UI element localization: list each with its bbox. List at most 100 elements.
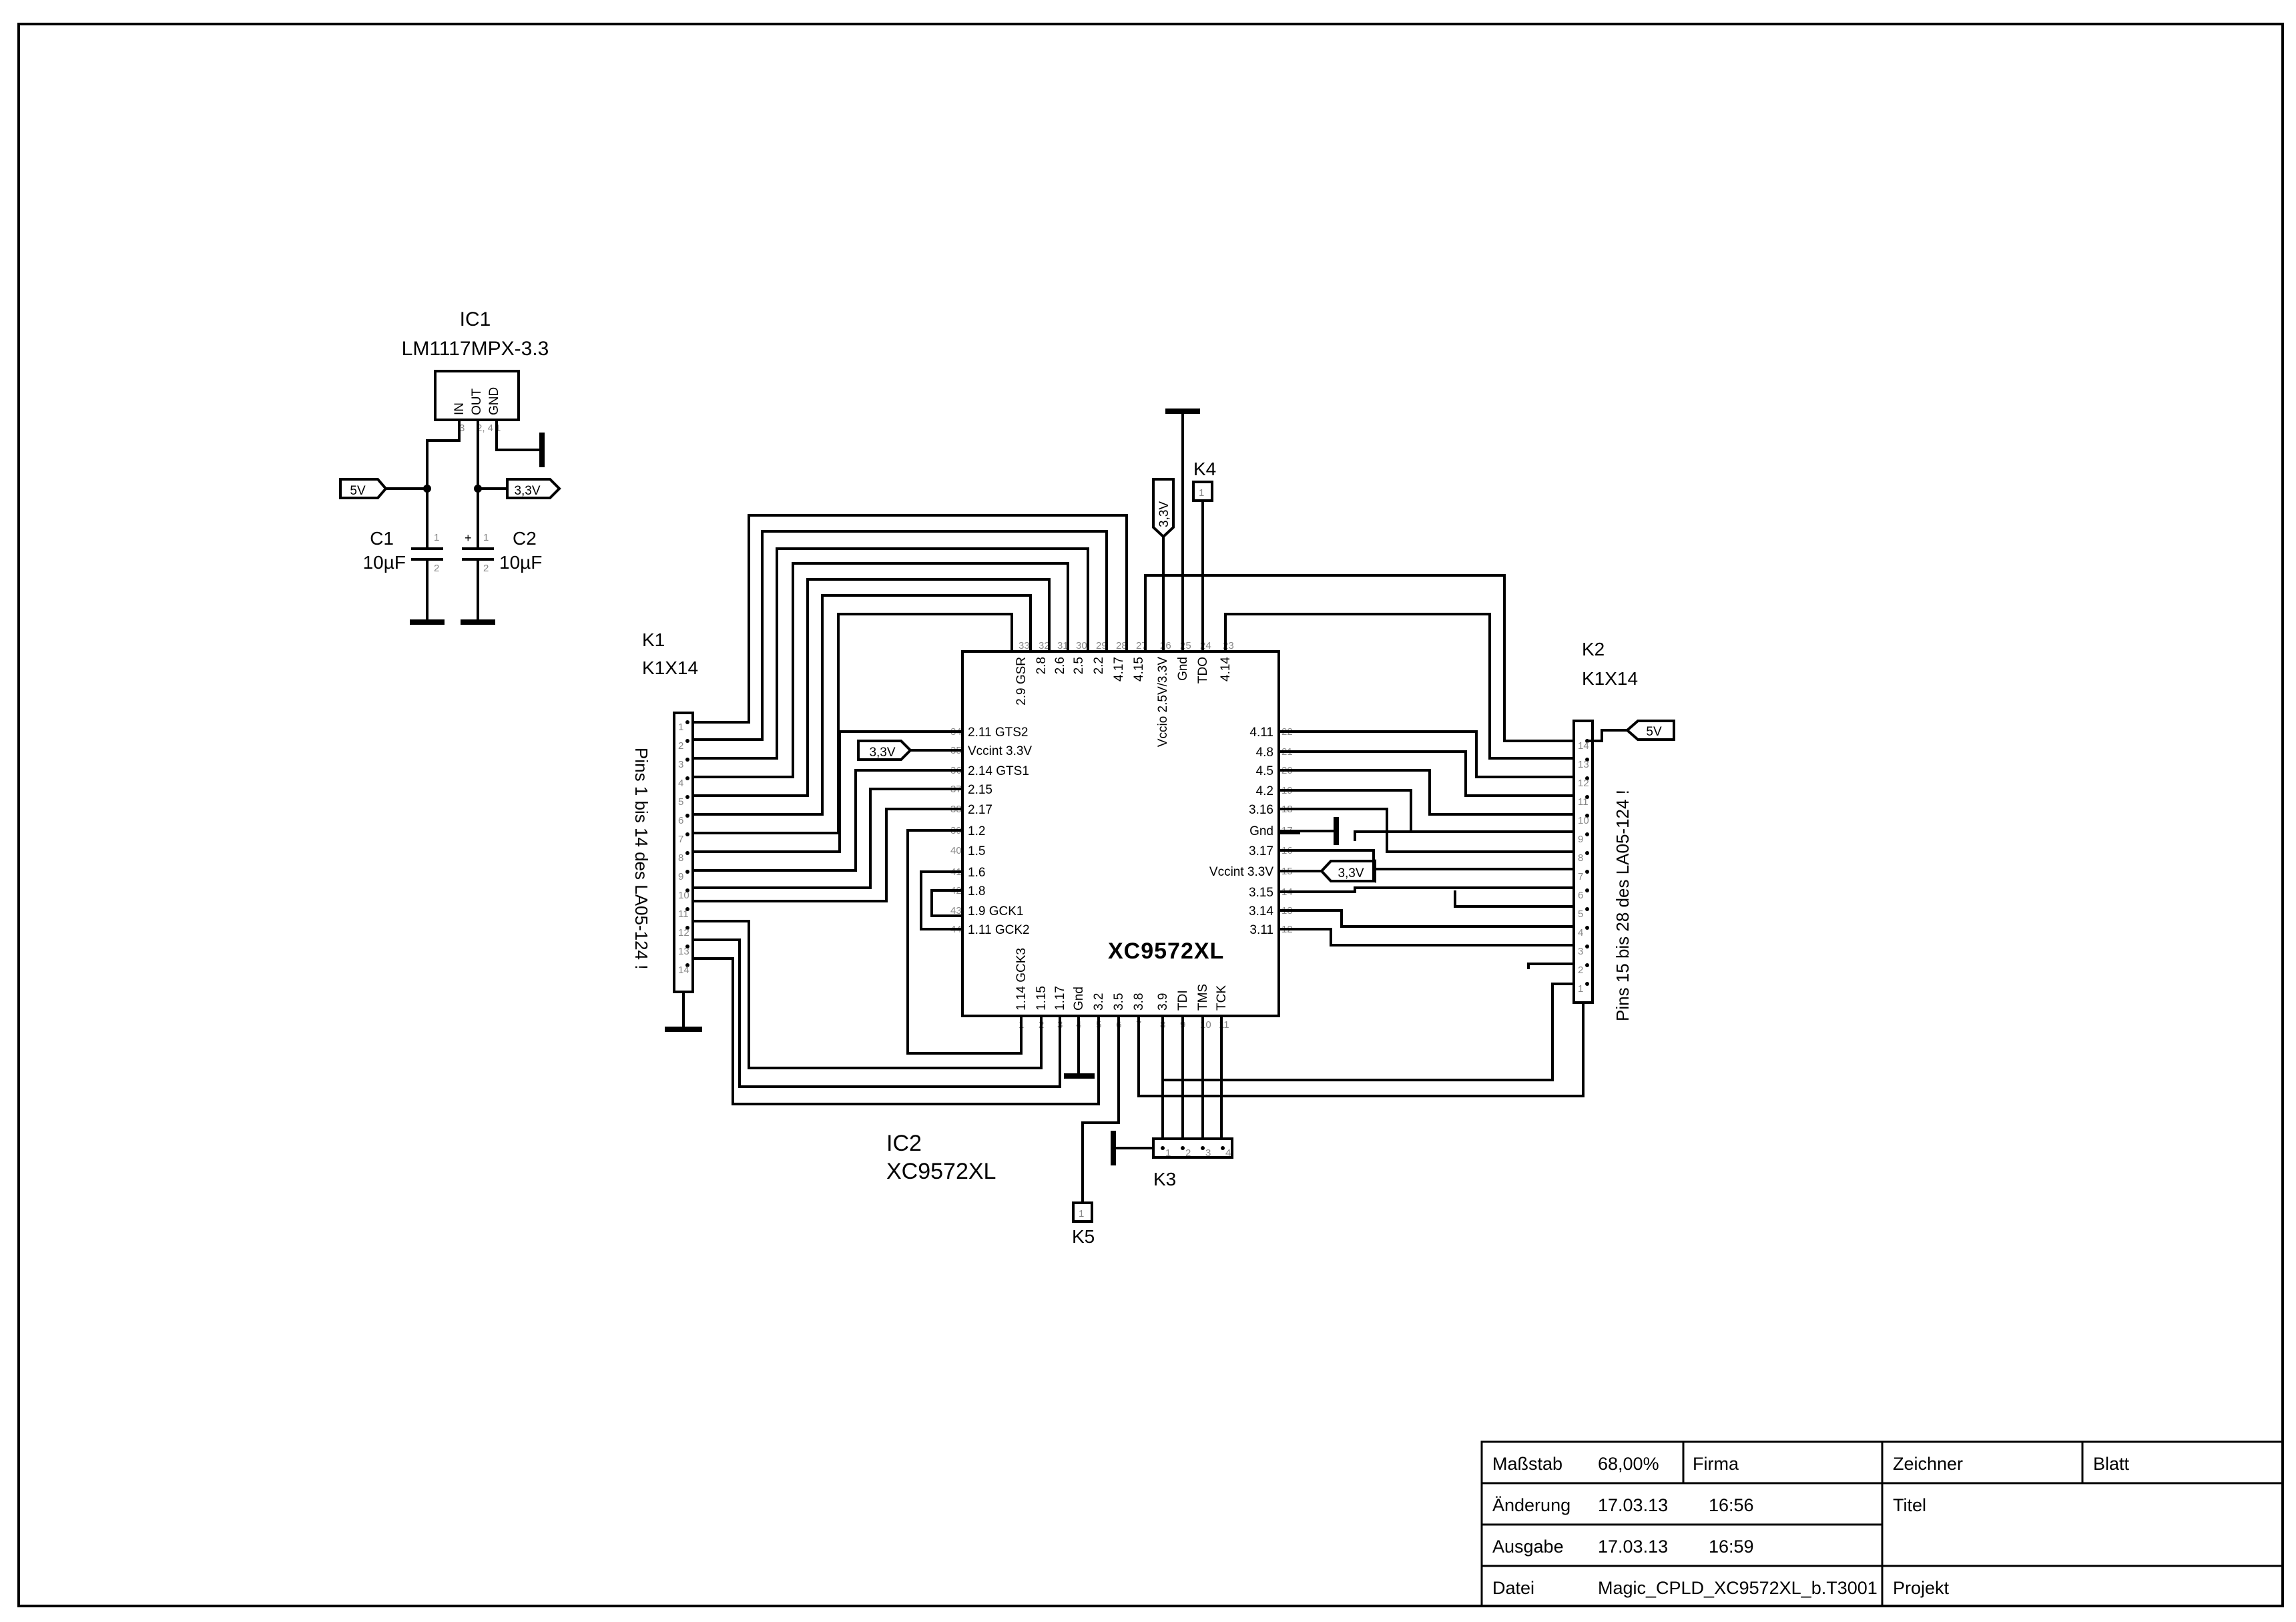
k2-pinnum: 1 xyxy=(1578,983,1583,995)
ic2-left-pin-label: Vccint 3.3V xyxy=(968,744,1032,758)
ic2-ref: IC2 xyxy=(886,1131,922,1156)
svg-text:3,3V: 3,3V xyxy=(869,746,895,760)
k2-pinnum: 4 xyxy=(1578,927,1583,938)
k1-pinnum: 5 xyxy=(678,796,683,808)
ic2-right-pin-label: 4.11 xyxy=(1249,726,1273,740)
k2-pinnum: 7 xyxy=(1578,871,1583,882)
k4-body xyxy=(1192,481,1213,502)
k1-pinnum: 10 xyxy=(678,890,689,901)
k2-pin-dot xyxy=(1585,795,1589,799)
k3-pinnum: 2 xyxy=(1185,1147,1191,1159)
k2-pin-dot xyxy=(1585,888,1589,892)
k1-pin-dot xyxy=(685,776,689,780)
k2-pin-dot xyxy=(1585,944,1589,949)
ic2-top-pinnum: 31 xyxy=(1057,640,1069,651)
ic2-right-pin-label: 3.17 xyxy=(1249,844,1273,858)
k2-pinnum: 6 xyxy=(1578,890,1583,901)
ic1-pinnum-out: 2, 4 xyxy=(477,423,493,434)
ic2-bottom-pin-label: TMS xyxy=(1196,984,1210,1011)
k1-pinnum: 11 xyxy=(678,908,689,920)
k1-pinnum: 13 xyxy=(678,946,689,957)
svg-text:2: 2 xyxy=(483,563,489,574)
tb-change-label: Änderung xyxy=(1492,1495,1570,1515)
svg-text:3,3V: 3,3V xyxy=(1157,501,1171,527)
k2-pin-dot xyxy=(1585,832,1589,836)
k3-pin-dot xyxy=(1181,1146,1185,1150)
ic1-ref: IC1 xyxy=(460,308,491,330)
svg-text:1: 1 xyxy=(434,532,439,543)
ic2-bottom-pin-label: 3.5 xyxy=(1112,993,1126,1011)
svg-text:2: 2 xyxy=(434,563,439,574)
k2-pinnum: 9 xyxy=(1578,834,1583,845)
ic2-right-pin-label: 4.5 xyxy=(1256,764,1273,778)
k2-pin-dot xyxy=(1585,814,1589,818)
k1-pin-dot xyxy=(685,832,689,836)
k2-pinnum: 3 xyxy=(1578,946,1583,957)
k2-ref: K2 xyxy=(1582,639,1605,659)
k1-pinnum: 4 xyxy=(678,778,683,789)
svg-text:1: 1 xyxy=(1199,487,1204,499)
k2-pin-dot xyxy=(1585,982,1589,986)
ic2-top-pin-label: 2.8 xyxy=(1035,657,1049,674)
ic2-top-pin-label: 4.17 xyxy=(1112,657,1126,682)
ic2-left-pin-label: 1.9 GCK1 xyxy=(968,904,1023,918)
k1-pinnum: 6 xyxy=(678,815,683,826)
ic2-left-pin-label: 1.6 xyxy=(968,866,985,880)
net-flag-5v-label: 5V xyxy=(350,484,366,498)
ic1-pin-in: IN xyxy=(453,402,467,415)
net-flag-33v xyxy=(506,478,561,499)
ic1-pin-out: OUT xyxy=(470,388,484,416)
ic2-top-pin-label: 4.15 xyxy=(1132,657,1146,682)
k3-pin-dot xyxy=(1201,1146,1205,1150)
k1-note: Pins 1 bis 14 des LA05-124 ! xyxy=(631,748,651,969)
ic1-pinnum-in: 3 xyxy=(459,423,465,434)
tb-scale-label: Maßstab xyxy=(1492,1454,1562,1474)
ic2-right-pin-label: 3.11 xyxy=(1249,923,1273,937)
k2-pinnum: 11 xyxy=(1578,796,1589,808)
k2-pin-dot xyxy=(1585,963,1589,967)
c1-ref: C1 xyxy=(370,528,394,549)
k2-pinnum: 8 xyxy=(1578,852,1583,864)
net-flag-5v-k2 xyxy=(1625,720,1675,741)
k2-pinnum: 12 xyxy=(1578,778,1589,789)
ic2-top-pin-label: 2.2 xyxy=(1092,657,1106,674)
k1-pin-dot xyxy=(685,795,689,799)
sheet-frame xyxy=(17,23,2284,1607)
k1-pin-dot xyxy=(685,851,689,855)
net-flag-33v-label: 3,3V xyxy=(514,484,540,498)
ic2-top-pinnum: 32 xyxy=(1039,640,1050,651)
tb-firm-label: Firma xyxy=(1693,1454,1739,1474)
k2-pinnum: 14 xyxy=(1578,740,1589,752)
k1-pin-dot xyxy=(685,907,689,911)
k1-pinnum: 12 xyxy=(678,927,689,938)
k2-pinnum: 13 xyxy=(1578,759,1589,770)
ic2-bottom-pin-label: 3.8 xyxy=(1132,993,1146,1011)
tb-issue-label: Ausgabe xyxy=(1492,1537,1564,1557)
k2-pin-dot xyxy=(1585,926,1589,930)
ic2-left-pin-label: 2.11 GTS2 xyxy=(968,726,1028,740)
k1-value: K1X14 xyxy=(642,657,698,678)
ic2-value: XC9572XL xyxy=(886,1159,996,1184)
tb-file-label: Datei xyxy=(1492,1578,1534,1598)
netlist-wires xyxy=(693,514,1585,1203)
svg-text:1: 1 xyxy=(1079,1208,1084,1220)
tb-scale-value: 68,00% xyxy=(1598,1454,1659,1474)
k1-pinnum: 2 xyxy=(678,740,683,752)
tb-title-label: Titel xyxy=(1893,1495,1926,1515)
net-flag-33v-right xyxy=(1320,860,1375,882)
ic2-left-pin-label: 1.11 GCK2 xyxy=(968,923,1030,937)
ic2-bottom-pin-label: 1.15 xyxy=(1035,986,1049,1011)
ic2-top-pinnum: 28 xyxy=(1116,640,1127,651)
ic2-left-pinnum: 43 xyxy=(950,905,962,916)
ic2-left-pin-label: 1.5 xyxy=(968,844,985,858)
ic2-left-pin-label: 2.14 GTS1 xyxy=(968,764,1029,778)
ic2-top-pin-label: 2.5 xyxy=(1072,657,1086,674)
ic2-bottom-pin-label: Gnd xyxy=(1072,987,1086,1011)
k1-ref: K1 xyxy=(642,629,665,650)
k3-pin-dot xyxy=(1221,1146,1225,1150)
k1-pinnum: 1 xyxy=(678,722,683,733)
ic2-top-pin-label: Gnd xyxy=(1176,657,1190,681)
net-flag-33v-top xyxy=(1152,478,1175,539)
ic2-body xyxy=(961,650,1280,1017)
